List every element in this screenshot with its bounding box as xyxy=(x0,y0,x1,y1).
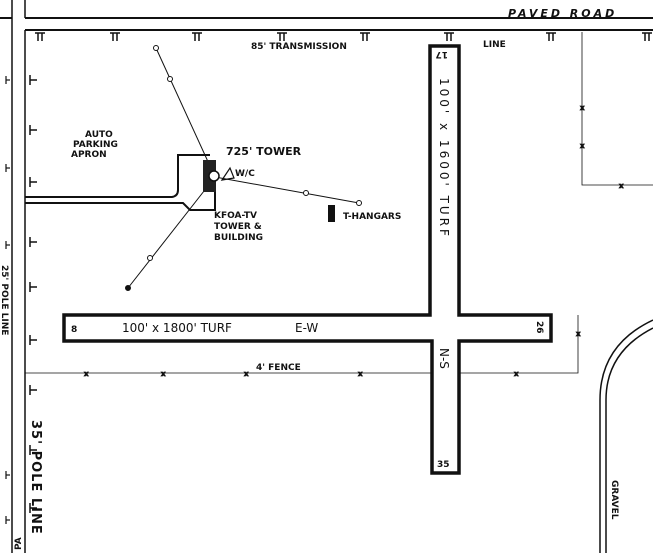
svg-text:x: x xyxy=(514,370,519,378)
runway-ew-direction: E-W xyxy=(295,321,318,335)
gravel-road-label: GRAVEL xyxy=(609,480,619,520)
apron-label-3: APRON xyxy=(71,150,107,160)
svg-text:x: x xyxy=(619,182,624,190)
svg-text:x: x xyxy=(84,370,89,378)
runway-ns-label: 100' x 1600' TURF xyxy=(437,78,451,239)
svg-text:x: x xyxy=(580,142,585,150)
kfoa-label-2: TOWER & xyxy=(214,222,262,232)
svg-text:x: x xyxy=(576,330,581,338)
t-hangars-building xyxy=(328,205,335,222)
guy-wires xyxy=(125,45,362,291)
runway-ns-north-end: 17 xyxy=(435,49,448,59)
runway-ns-direction: N-S xyxy=(437,348,451,369)
transmission-line-label-end: LINE xyxy=(483,40,506,50)
runway-outline xyxy=(62,44,553,475)
apron-drive xyxy=(25,154,216,211)
pole-line-inner xyxy=(29,75,37,513)
tower-label: 725' TOWER xyxy=(226,145,302,158)
svg-text:x: x xyxy=(244,370,249,378)
fence: x x x x x x x x x xyxy=(25,32,653,378)
kfoa-label-3: BUILDING xyxy=(214,233,263,243)
tower-icon xyxy=(208,170,220,182)
runway-ew-west-end: 8 xyxy=(71,325,77,335)
svg-text:x: x xyxy=(161,370,166,378)
kfoa-label-1: KFOA-TV xyxy=(214,211,257,221)
transmission-line-label: 85' TRANSMISSION xyxy=(251,42,347,52)
transmission-poles xyxy=(35,32,652,41)
runway-ns-south-end: 35 xyxy=(437,460,450,470)
apron-label-1: AUTO xyxy=(85,130,113,140)
wind-cone-icon xyxy=(220,166,235,181)
paved-road-label: PAVED ROAD xyxy=(508,7,617,20)
runway-ew-label: 100' x 1800' TURF xyxy=(122,321,232,335)
wc-label: W/C xyxy=(235,169,255,179)
runway-ew-east-end: 26 xyxy=(534,321,544,334)
t-hangars-label: T-HANGARS xyxy=(343,212,401,222)
gravel-road xyxy=(599,319,653,553)
svg-text:x: x xyxy=(580,104,585,112)
outer-pole-line-label: 25' POLE LINE xyxy=(0,265,9,335)
svg-text:x: x xyxy=(358,370,363,378)
apron-label-2: PARKING xyxy=(73,140,118,150)
inner-pole-line-label: 35' POLE LINE xyxy=(28,420,43,535)
fence-label: 4' FENCE xyxy=(256,363,301,373)
paved-road-corner-label: PA xyxy=(14,537,24,550)
pole-line-outer xyxy=(5,76,10,524)
